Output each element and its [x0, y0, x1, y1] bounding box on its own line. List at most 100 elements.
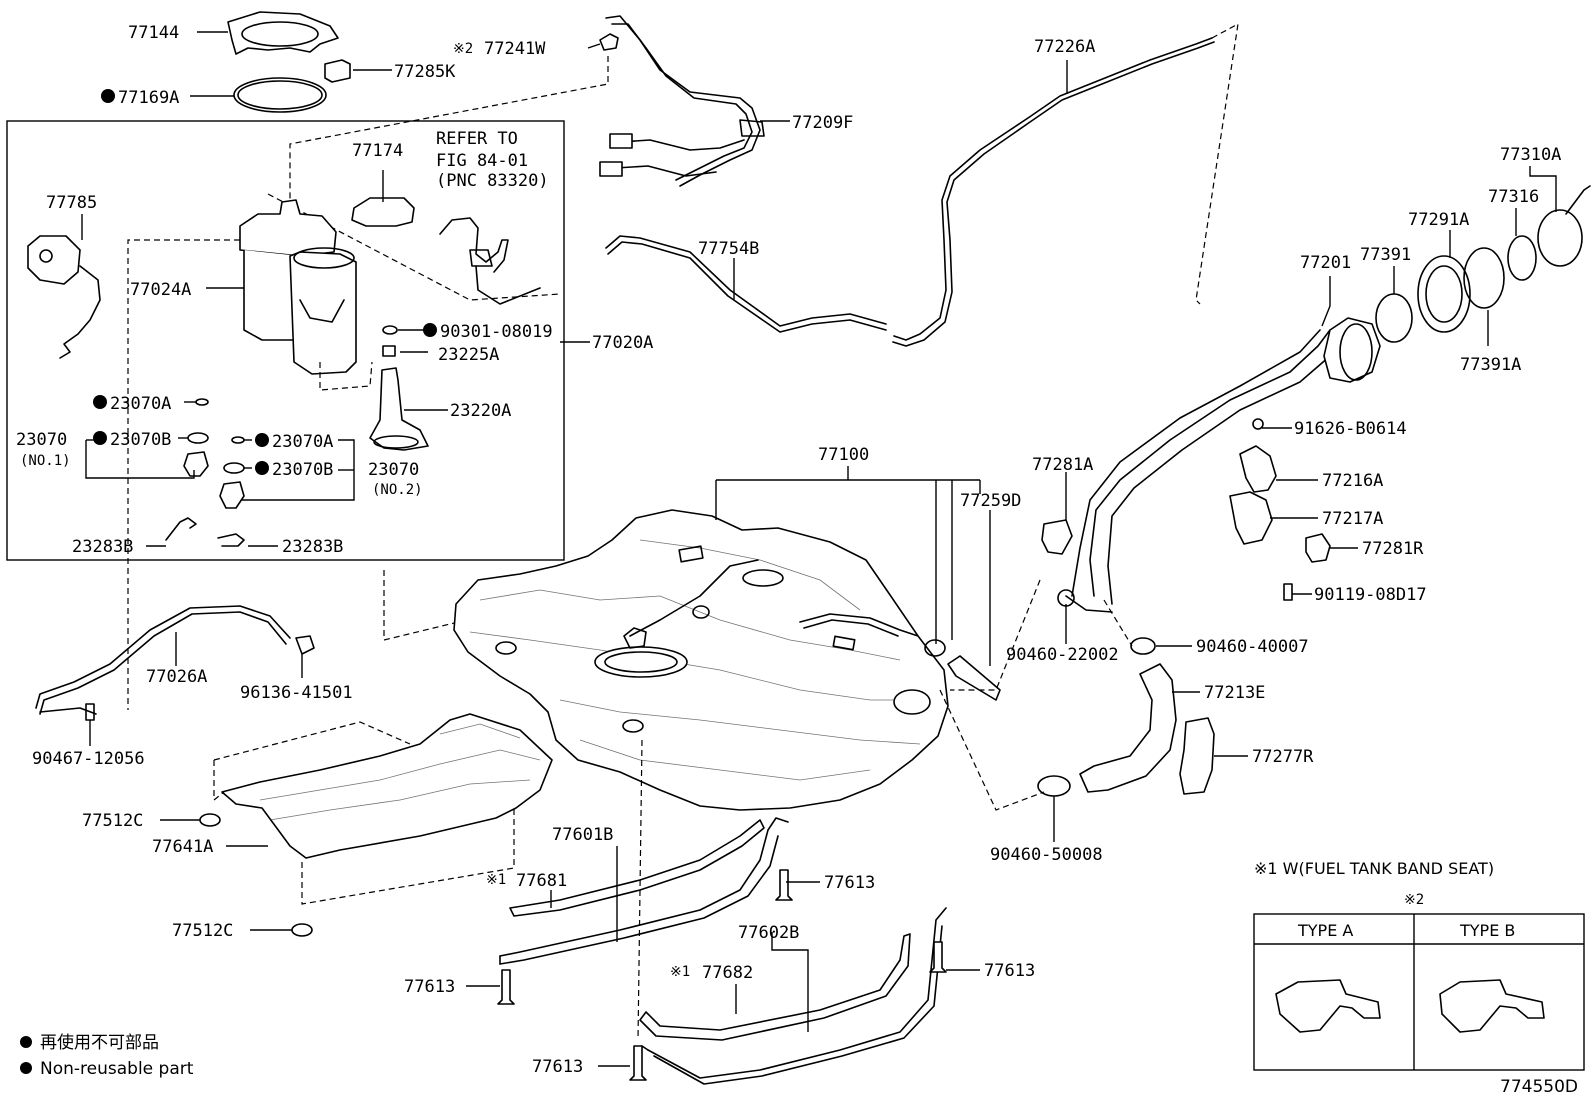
label-77391a: 77391A [1460, 355, 1521, 375]
label-77310a: 77310A [1500, 145, 1561, 165]
part-77391a-gasket [1463, 247, 1505, 309]
label-23070b-1: 23070B [110, 430, 171, 450]
label-77613-4: 77613 [532, 1057, 583, 1077]
part-77291a-housing [1417, 255, 1471, 333]
part-77613-bolt-4 [629, 1045, 647, 1081]
legend: 再使用不可部品 Non-reusable part [20, 1032, 194, 1079]
part-77512c-clip-1 [199, 813, 221, 827]
part-77169a-gasket [233, 77, 327, 113]
part-77785-sensor [27, 235, 101, 359]
label-77316: 77316 [1488, 187, 1539, 207]
type-b-bracket [1439, 979, 1545, 1033]
part-77310a-fuel-cap [1537, 185, 1591, 267]
label-77291a: 77291A [1408, 210, 1469, 230]
label-77785: 77785 [46, 193, 97, 213]
part-77209f-tube [599, 15, 765, 187]
part-77641a-tank-protector [221, 713, 553, 859]
part-77613-bolt-1 [775, 869, 793, 901]
label-77174: 77174 [352, 141, 403, 161]
type-a-label: TYPE A [1297, 921, 1353, 940]
part-77217a-bracket [1229, 491, 1273, 545]
label-23070a-1: 23070A [110, 394, 171, 414]
part-77281r-clamp [1305, 533, 1331, 563]
part-23070a-oring-1 [195, 398, 209, 406]
part-77613-bolt-3 [497, 969, 515, 1005]
part-23283b-clip-1 [165, 517, 197, 541]
label-77512c-1: 77512C [82, 811, 143, 831]
figure-code: 774550D [1500, 1077, 1578, 1097]
non-reusable-dot [423, 323, 437, 337]
non-reusable-dot [255, 433, 269, 447]
label-77100: 77100 [818, 445, 869, 465]
part-77259d-pipe [947, 655, 1001, 701]
label-23283b-2: 23283B [282, 537, 343, 557]
label-77613-1: 77613 [824, 873, 875, 893]
non-reusable-dot [93, 395, 107, 409]
label-77754b: 77754B [698, 239, 759, 259]
part-77681-band-seat [509, 819, 765, 917]
label-77613-3: 77613 [404, 977, 455, 997]
part-77512c-clip-2 [291, 923, 313, 937]
label-90460-50008: 90460-50008 [990, 845, 1103, 865]
footnote-2: ※2 [1404, 892, 1424, 908]
label-77144: 77144 [128, 23, 179, 43]
type-a-bracket [1275, 979, 1381, 1033]
label-77209f: 77209F [792, 113, 853, 133]
label-77169a: 77169A [118, 88, 179, 108]
label-77024a: 77024A [130, 280, 191, 300]
label-90467-12056: 90467-12056 [32, 749, 145, 769]
label-90301-08019: 90301-08019 [440, 322, 553, 342]
label-90460-22002: 90460-22002 [1006, 645, 1119, 665]
part-77316-ring [1507, 235, 1537, 281]
label-refer-line2: FIG 84-01 [436, 151, 528, 171]
part-23283b-clip-2 [217, 533, 245, 547]
label-77259d: 77259D [960, 491, 1021, 511]
label-23070-2: 23070 [368, 460, 419, 480]
label-refer-line1: REFER TO [436, 129, 518, 149]
part-77216a-bracket [1239, 445, 1277, 493]
label-96136-41501: 96136-41501 [240, 683, 353, 703]
label-77681-mark: ※1 [486, 872, 506, 888]
label-77241w: 77241W [484, 39, 546, 59]
part-77277r-protector [1179, 717, 1215, 795]
part-23070-filter-2 [219, 481, 245, 509]
label-77512c-2: 77512C [172, 921, 233, 941]
type-b-label: TYPE B [1459, 921, 1515, 940]
part-23070b-oring-1 [187, 432, 209, 444]
part-77601b-tank-band [499, 817, 789, 965]
label-90119-08d17: 90119-08D17 [1314, 585, 1427, 605]
label-77281a: 77281A [1032, 455, 1093, 475]
label-23070-1-sub: (NO.1) [20, 453, 71, 469]
label-23283b-1: 23283B [72, 537, 133, 557]
legend-jp: 再使用不可部品 [40, 1032, 159, 1053]
fuel-pump-assembly-frame [6, 120, 565, 561]
label-77020a: 77020A [592, 333, 653, 353]
label-23225a: 23225A [438, 345, 499, 365]
non-reusable-dot [101, 89, 115, 103]
part-23070a-oring-2 [231, 436, 245, 444]
part-90301-08019-oring [382, 325, 398, 335]
label-23070-2-sub: (NO.2) [372, 482, 423, 498]
part-77100-fuel-tank [453, 509, 949, 811]
part-90460-22002-clamp [1057, 589, 1075, 607]
part-77285k-clip [324, 59, 351, 83]
label-77391: 77391 [1360, 245, 1411, 265]
part-77613-bolt-2 [929, 941, 947, 973]
label-23220a: 23220A [450, 401, 511, 421]
leader-lines [81, 31, 1557, 1067]
part-sender-gauge-reference [439, 217, 541, 305]
label-90460-40007: 90460-40007 [1196, 637, 1309, 657]
label-77682: 77682 [702, 963, 753, 983]
label-77602b: 77602B [738, 923, 799, 943]
part-90460-40007-clamp [1130, 637, 1156, 655]
label-77226a: 77226A [1034, 37, 1095, 57]
label-77281r: 77281R [1362, 539, 1424, 559]
part-90119-08d17-bolt [1283, 583, 1293, 601]
part-77281a-clamp [1041, 519, 1073, 555]
label-77201: 77201 [1300, 253, 1351, 273]
label-77601b: 77601B [552, 825, 613, 845]
part-77226a-vent-line [893, 37, 1213, 341]
part-77026a-line [35, 605, 291, 715]
part-23225a-cushion [382, 345, 396, 357]
part-23070b-oring-2 [223, 462, 245, 474]
